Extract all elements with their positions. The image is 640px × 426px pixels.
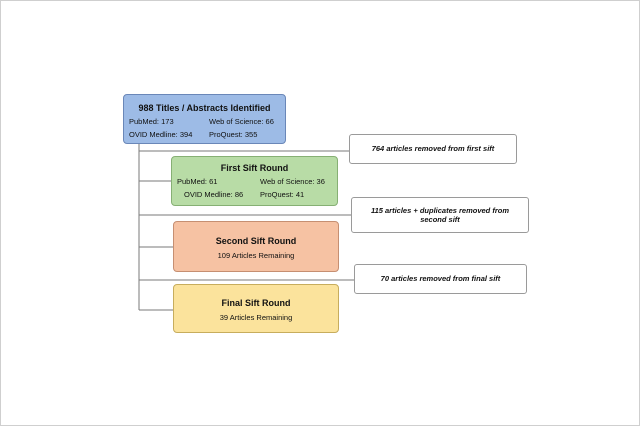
- final-sift-title: Final Sift Round: [221, 298, 291, 308]
- second-sift-title: Second Sift Round: [215, 236, 297, 246]
- removed-first-note: 764 articles removed from first sift: [349, 134, 517, 164]
- second-sift-remaining: 109 Articles Remaining: [217, 251, 295, 260]
- final-sift-remaining: 39 Articles Remaining: [219, 313, 293, 322]
- first-sift-web-of-science: Web of Science: 36: [260, 177, 325, 186]
- identified-box: 988 Titles / Abstracts Identified PubMed…: [123, 94, 286, 144]
- identified-title: 988 Titles / Abstracts Identified: [138, 103, 271, 113]
- second-sift-box: Second Sift Round 109 Articles Remaining: [173, 221, 339, 272]
- first-sift-title: First Sift Round: [220, 163, 289, 173]
- first-sift-ovid-medline: OVID Medline: 86: [184, 190, 244, 199]
- first-sift-box: First Sift Round PubMed: 61 Web of Scien…: [171, 156, 338, 206]
- removed-final-note: 70 articles removed from final sift: [354, 264, 527, 294]
- identified-web-of-science: Web of Science: 66: [209, 117, 274, 126]
- identified-pubmed: PubMed: 173: [129, 117, 174, 126]
- first-sift-pubmed: PubMed: 61: [177, 177, 218, 186]
- final-sift-box: Final Sift Round 39 Articles Remaining: [173, 284, 339, 333]
- identified-ovid-medline: OVID Medline: 394: [129, 130, 193, 139]
- first-sift-proquest: ProQuest: 41: [260, 190, 305, 199]
- removed-second-note: 115 articles + duplicates removed from s…: [351, 197, 529, 233]
- identified-proquest: ProQuest: 355: [209, 130, 258, 139]
